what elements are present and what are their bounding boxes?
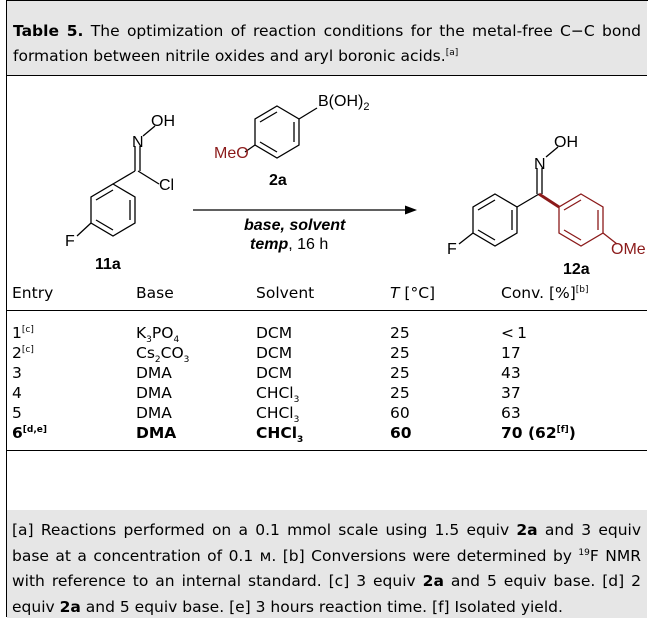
pr-ome-label: OMe bbox=[611, 241, 646, 258]
reagent-boronic-label: B(OH)2 bbox=[318, 93, 369, 113]
cell-entry: 2[c] bbox=[12, 344, 34, 362]
reagent-compound-id: 2a bbox=[269, 172, 287, 189]
sm-compound-id: 11a bbox=[95, 256, 121, 273]
cell-base: K3PO4 bbox=[136, 324, 180, 346]
cell-solvent: DCM bbox=[256, 364, 293, 382]
sm-cl-label: Cl bbox=[159, 177, 174, 194]
cell-conversion: 70 (62[f]) bbox=[501, 424, 576, 442]
footnote-e: [e] 3 hours reaction time. bbox=[224, 597, 428, 616]
cell-solvent: CHCl3 bbox=[256, 424, 304, 446]
table-caption: Table 5. The optimization of reaction co… bbox=[7, 1, 647, 76]
pr-bond-co bbox=[602, 232, 618, 245]
cell-solvent: CHCl3 bbox=[256, 384, 300, 406]
sm-bond-cf bbox=[76, 222, 92, 237]
reagent-bond-co bbox=[244, 144, 256, 153]
header-temperature: T [°C] bbox=[390, 284, 436, 302]
cell-base: DMA bbox=[136, 424, 177, 442]
sm-ring-double-3 bbox=[95, 219, 114, 231]
pr-compound-id: 12a bbox=[563, 261, 590, 278]
cell-temperature: 60 bbox=[390, 404, 410, 422]
sm-oh-label: OH bbox=[151, 113, 175, 130]
sm-benzene-ring bbox=[90, 183, 136, 237]
caption-label: Table 5. bbox=[13, 22, 84, 40]
pr-fluorophenyl-ring bbox=[472, 193, 518, 247]
reagent-benzene-ring bbox=[254, 105, 300, 159]
cell-entry: 5 bbox=[12, 404, 22, 422]
cell-temperature: 25 bbox=[390, 384, 410, 402]
cell-conversion: 63 bbox=[501, 404, 521, 422]
cell-solvent: DCM bbox=[256, 344, 293, 362]
cell-entry: 1[c] bbox=[12, 324, 34, 342]
sm-bond-no bbox=[142, 125, 156, 137]
cell-entry: 6[d,e] bbox=[12, 424, 47, 442]
conditions-line-1: base, solvent bbox=[244, 217, 346, 234]
cell-base: Cs2CO3 bbox=[136, 344, 190, 366]
sm-bond-ccl bbox=[137, 170, 160, 185]
pr-methoxyphenyl-ring bbox=[558, 193, 604, 247]
cell-conversion: 37 bbox=[501, 384, 521, 402]
cell-entry: 3 bbox=[12, 364, 22, 382]
header-base: Base bbox=[136, 284, 174, 302]
cell-conversion: 43 bbox=[501, 364, 521, 382]
cell-temperature: 60 bbox=[390, 424, 412, 442]
table-panel: Table 5. The optimization of reaction co… bbox=[6, 0, 648, 618]
bottom-rule bbox=[7, 450, 647, 451]
pr-ring2-double-3 bbox=[563, 229, 582, 241]
footnote-a: [a] Reactions performed on a 0.1 mmol sc… bbox=[12, 521, 641, 565]
header-rule bbox=[7, 310, 647, 311]
cell-solvent: CHCl3 bbox=[256, 404, 300, 426]
pr-f-label: F bbox=[447, 241, 457, 258]
footnote-d: [d] 2 equiv 2a and 5 equiv base. bbox=[12, 572, 641, 616]
header-solvent: Solvent bbox=[256, 284, 315, 302]
cell-temperature: 25 bbox=[390, 324, 410, 342]
reaction-scheme: N OH Cl F 11a B(OH)2 MeO 2a base, solven… bbox=[7, 76, 647, 286]
cell-base: DMA bbox=[136, 364, 172, 382]
sm-f-label: F bbox=[65, 233, 75, 250]
pr-n-label: N bbox=[534, 156, 546, 173]
caption-text: The optimization of reaction conditions … bbox=[13, 22, 642, 65]
reaction-scheme-drawing: N OH Cl F 11a B(OH)2 MeO 2a base, solven… bbox=[65, 93, 646, 278]
caption-ref: [a] bbox=[445, 47, 459, 58]
pr-new-cc-bond bbox=[538, 192, 560, 209]
cell-conversion: 17 bbox=[501, 344, 521, 362]
sm-ring-double-1 bbox=[95, 189, 114, 201]
table-footnotes: [a] Reactions performed on a 0.1 mmol sc… bbox=[7, 510, 647, 618]
cell-temperature: 25 bbox=[390, 344, 410, 362]
header-entry: Entry bbox=[12, 284, 54, 302]
pr-bond-no bbox=[545, 146, 559, 158]
cell-entry: 4 bbox=[12, 384, 22, 402]
pr-ring2-double-1 bbox=[563, 199, 582, 211]
cell-base: DMA bbox=[136, 384, 172, 402]
reagent-ring-double-3 bbox=[259, 141, 278, 153]
conditions-line-2: temp, 16 h bbox=[250, 236, 328, 253]
pr-bond-c-aryl1 bbox=[516, 193, 540, 208]
reagent-meo-label: MeO bbox=[214, 145, 249, 162]
reagent-bond-cb bbox=[298, 107, 318, 120]
footnote-c: [c] 3 equiv 2a and 5 equiv base. bbox=[321, 572, 596, 590]
cell-solvent: DCM bbox=[256, 324, 293, 342]
sm-n-label: N bbox=[132, 134, 144, 151]
pr-ring1-double-1 bbox=[477, 199, 496, 211]
reaction-arrow-head bbox=[405, 205, 417, 215]
pr-ring1-double-3 bbox=[477, 229, 496, 241]
pr-oh-label: OH bbox=[554, 134, 578, 151]
pr-bond-cf bbox=[458, 232, 474, 245]
footnote-b: [b] Conversions were determined by 19F N… bbox=[12, 546, 641, 591]
reagent-ring-double-1 bbox=[259, 111, 278, 123]
cell-base: DMA bbox=[136, 404, 172, 422]
cell-temperature: 25 bbox=[390, 364, 410, 382]
cell-conversion: < 1 bbox=[501, 324, 527, 342]
header-conversion: Conv. [%][b] bbox=[501, 284, 589, 302]
footnote-f: [f] Isolated yield. bbox=[427, 597, 563, 616]
sm-bond-c-aryl bbox=[112, 170, 136, 185]
